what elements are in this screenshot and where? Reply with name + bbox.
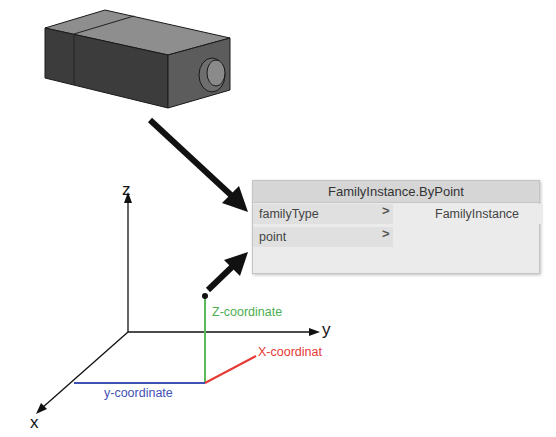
axis-label: x — [30, 413, 39, 433]
input-port: familyType — [253, 204, 393, 224]
output-port: FamilyInstance — [429, 204, 543, 224]
coordinate-label: y-coordinate — [104, 386, 173, 400]
port-name: FamilyInstance — [429, 204, 543, 224]
point-dot — [202, 293, 208, 299]
pointer-arrow — [150, 120, 248, 290]
sensor-box — [45, 10, 230, 108]
axis-label: y — [322, 320, 331, 340]
port-name: point — [253, 227, 393, 247]
input-port: point — [253, 227, 393, 247]
dynamo-node: FamilyInstance.ByPointfamilyType point Fam… — [252, 180, 540, 274]
node-title: FamilyInstance.ByPoint — [253, 181, 539, 203]
coordinate-label: Z-coordinate — [212, 305, 282, 319]
coordinate-label: X-coordinat — [258, 345, 322, 359]
port-chevron: > — [382, 226, 390, 241]
port-name: familyType — [253, 204, 393, 224]
axis-label: z — [122, 180, 131, 200]
port-chevron: > — [382, 203, 390, 218]
